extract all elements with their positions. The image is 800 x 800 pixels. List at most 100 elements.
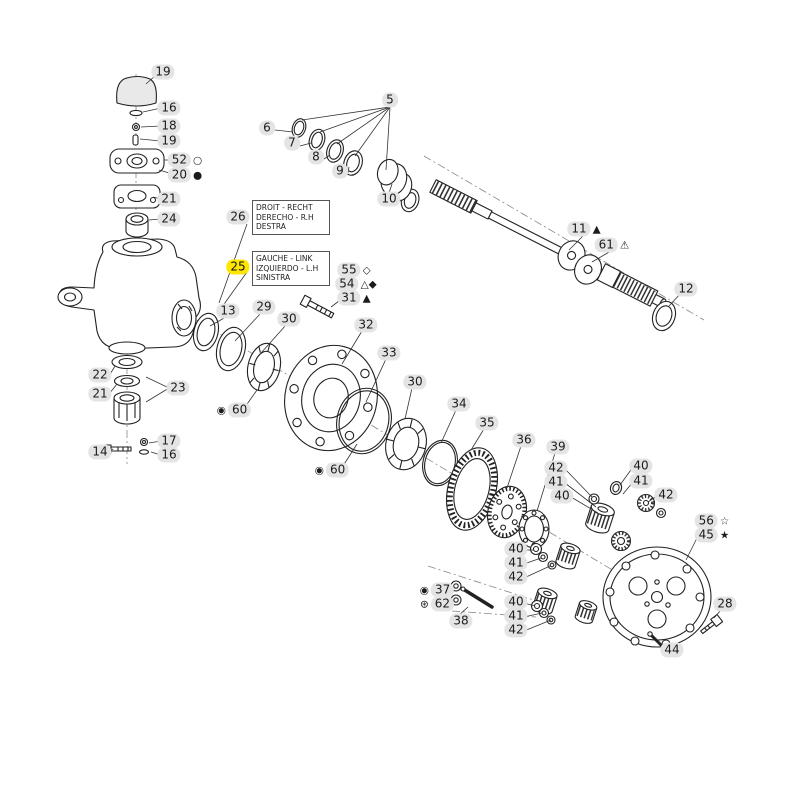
callout-30-a[interactable]: 30 — [277, 311, 301, 327]
callout-18[interactable]: 18 — [157, 118, 181, 134]
planet-gear-c — [532, 587, 558, 615]
callout-25-highlighted[interactable]: 25 — [226, 259, 250, 275]
callout-14[interactable]: 14 — [88, 444, 112, 460]
cap-part — [116, 75, 157, 107]
orientation-box-left-hand: GAUCHE - LINK IZQUIERDO - L.H SINISTRA — [252, 251, 330, 286]
ring-29 — [215, 326, 247, 372]
callout-40-c[interactable]: 40 — [504, 541, 528, 557]
callout-17[interactable]: 17 — [157, 433, 181, 449]
callout-61[interactable]: 61⚠ — [594, 237, 630, 253]
callout-19-cap[interactable]: 19 — [151, 64, 175, 80]
callout-38[interactable]: 38 — [449, 613, 473, 629]
callout-41-a[interactable]: 41 — [544, 474, 568, 490]
callout-21-gasket[interactable]: 21 — [157, 191, 181, 207]
callout-42-c[interactable]: 42 — [504, 569, 528, 585]
seal-ring-13 — [192, 312, 220, 352]
bearing-30-outer — [385, 417, 427, 471]
callout-31[interactable]: 31▲ — [337, 290, 371, 306]
callout-7[interactable]: 7 — [284, 135, 300, 151]
gasket-plate — [113, 184, 161, 209]
orientation-box-right-hand: DROIT - RECHT DERECHO - R.H DESTRA — [252, 200, 330, 235]
lower-kingpin-stack — [102, 354, 150, 455]
callout-12[interactable]: 12 — [674, 281, 698, 297]
callout-45[interactable]: 45★ — [694, 527, 730, 543]
ring-gear — [446, 447, 498, 531]
callout-22[interactable]: 22 — [88, 367, 112, 383]
kingpin-flange — [109, 148, 165, 174]
variant-diamond-open-icon: ◇ — [362, 264, 371, 276]
callout-8[interactable]: 8 — [308, 149, 324, 165]
bearing-30-inner — [246, 342, 282, 392]
ball-bearing — [518, 509, 550, 549]
callout-30-b[interactable]: 30 — [403, 374, 427, 390]
callout-42-a[interactable]: 42 — [544, 460, 568, 476]
callout-41-b[interactable]: 41 — [629, 473, 653, 489]
callout-9[interactable]: 9 — [332, 163, 348, 179]
callout-55[interactable]: 55◇ — [337, 262, 371, 278]
callout-28[interactable]: 28 — [713, 596, 737, 612]
callout-24[interactable]: 24 — [157, 211, 181, 227]
callout-41-d[interactable]: 41 — [504, 608, 528, 624]
callout-20[interactable]: 20● — [167, 167, 202, 183]
parts-layer — [57, 75, 724, 649]
callout-56[interactable]: 56☆ — [694, 513, 730, 529]
callout-42-d[interactable]: 42 — [504, 622, 528, 638]
warning-icon: ⚠ — [619, 239, 630, 251]
variant-triangle-filled-icon: ▲ — [362, 292, 371, 304]
variant-circle-open-icon: ○ — [193, 154, 203, 166]
axle-seal-rings — [291, 118, 420, 213]
callout-37[interactable]: ◉37 — [419, 582, 455, 598]
kingpin-small-parts — [129, 109, 143, 146]
planet-gear-b — [555, 542, 581, 570]
carrier-stud — [647, 631, 664, 648]
refbox-line: GAUCHE - LINK — [256, 254, 313, 263]
callout-36[interactable]: 36 — [512, 432, 536, 448]
refbox-line: IZQUIERDO - L.H — [256, 263, 319, 273]
callout-41-c[interactable]: 41 — [504, 555, 528, 571]
callout-26[interactable]: 26 — [226, 209, 250, 225]
variant-triangle-diamond-icon: △◆ — [360, 278, 377, 290]
callout-34[interactable]: 34 — [447, 396, 471, 412]
variant-star-open-icon: ☆ — [719, 515, 730, 527]
callout-32[interactable]: 32 — [354, 317, 378, 333]
refbox-line: DROIT - RECHT — [256, 203, 313, 212]
callout-62[interactable]: ⊛62 — [419, 596, 455, 612]
callout-35[interactable]: 35 — [475, 415, 499, 431]
callout-40-a[interactable]: 40 — [550, 488, 574, 504]
variant-star-filled-icon: ★ — [719, 529, 730, 541]
kit-symbol-icon: ◉ — [419, 584, 429, 596]
callout-33[interactable]: 33 — [377, 345, 401, 361]
callout-40-d[interactable]: 40 — [504, 594, 528, 610]
callout-16-bottom[interactable]: 16 — [157, 447, 181, 463]
callout-5[interactable]: 5 — [382, 92, 398, 108]
planet-gear-d — [574, 600, 598, 624]
callout-29[interactable]: 29 — [252, 299, 276, 315]
callout-54[interactable]: 54△◆ — [335, 276, 377, 292]
planet-carrier — [602, 546, 712, 649]
kit-symbol-icon: ⊛ — [419, 598, 429, 610]
callout-40-b[interactable]: 40 — [629, 458, 653, 474]
callout-19-pin[interactable]: 19 — [157, 133, 181, 149]
callout-13[interactable]: 13 — [216, 303, 240, 319]
planet-gear-a — [585, 502, 615, 534]
wheel-hub — [284, 344, 378, 452]
callout-42-b[interactable]: 42 — [654, 487, 678, 503]
callout-60-left[interactable]: ◉60 — [217, 402, 252, 418]
callout-39[interactable]: 39 — [546, 439, 570, 455]
refbox-line: SINISTRA — [256, 273, 291, 282]
callout-44[interactable]: 44 — [660, 642, 684, 658]
callout-21-washer[interactable]: 21 — [88, 386, 112, 402]
callout-16-top[interactable]: 16 — [157, 100, 181, 116]
kit-symbol-icon: ◉ — [314, 464, 324, 476]
planet-washers — [529, 481, 667, 625]
callout-11[interactable]: 11▲ — [567, 221, 601, 237]
callout-52[interactable]: 52○ — [167, 152, 203, 168]
bushing — [125, 212, 149, 238]
stud-bolt — [299, 294, 335, 319]
callout-60-right[interactable]: ◉60 — [314, 462, 350, 478]
callout-10[interactable]: 10 — [377, 191, 401, 207]
callout-23[interactable]: 23 — [166, 380, 190, 396]
callout-6[interactable]: 6 — [259, 120, 275, 136]
carrier-bolt — [700, 613, 724, 635]
